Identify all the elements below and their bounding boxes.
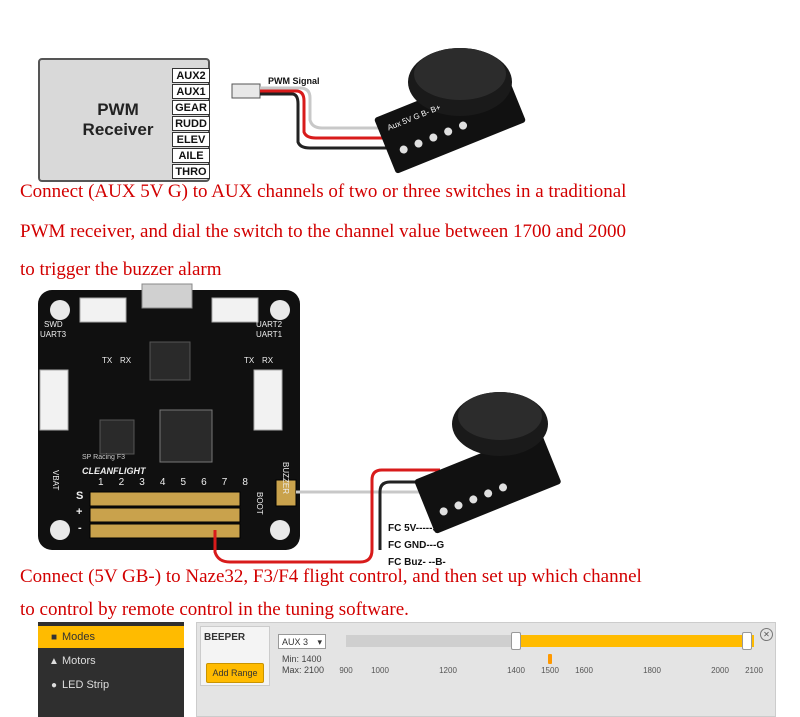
label-uart3: UART3	[40, 330, 67, 339]
fc-ground-wire	[378, 480, 448, 550]
sidebar-item-label: Modes	[62, 631, 96, 643]
label-rx-2: RX	[262, 356, 274, 365]
receiver-title: PWM Receiver	[78, 100, 158, 140]
signal-wire	[260, 86, 400, 130]
channel-position-marker	[548, 654, 552, 664]
label-boot: BOOT	[255, 492, 264, 515]
scale-tick-label: 1600	[575, 666, 593, 675]
pwm-connector	[231, 83, 261, 99]
range-min-max: Min: 1400 Max: 2100	[282, 654, 324, 676]
aux-channel-select[interactable]: AUX 3 ▾	[278, 634, 326, 649]
caption-bottom-line2: to control by remote control in the tuni…	[20, 599, 409, 620]
scale-tick-label: 2100	[745, 666, 763, 675]
range-max-handle[interactable]	[742, 632, 752, 650]
fc-note-gnd: FC GND---G	[388, 540, 445, 551]
label-vbat: VBAT	[51, 470, 60, 491]
pin-number: 6	[201, 477, 207, 488]
scale-tick-label: 1400	[507, 666, 525, 675]
mode-name: BEEPER	[204, 632, 246, 643]
sidebar-item-label: LED Strip	[62, 679, 110, 691]
label-s: S	[76, 490, 84, 502]
label-rx: RX	[120, 356, 132, 365]
scale-tick-label: 1500	[541, 666, 559, 675]
label-swd: SWD	[44, 320, 63, 329]
aux-select-value: AUX 3	[282, 637, 309, 647]
label-tx-2: TX	[244, 356, 255, 365]
board-model: SP Racing F3	[82, 454, 126, 461]
fc-power-wire	[213, 468, 440, 564]
label-plus: +	[76, 506, 83, 518]
led-strip-icon: ●	[50, 680, 58, 691]
top-wiring-diagram	[231, 48, 526, 174]
usb-port	[141, 283, 193, 309]
receiver-title-line1: PWM	[97, 100, 139, 119]
caption-top-line3: to trigger the buzzer alarm	[20, 259, 222, 280]
pin-number: 7	[221, 477, 228, 488]
pin-number: 1	[98, 477, 104, 488]
scale-tick-label: 2000	[711, 666, 729, 675]
label-uart1: UART1	[256, 330, 283, 339]
close-icon[interactable]: ✕	[760, 628, 773, 641]
range-min-handle[interactable]	[511, 632, 521, 650]
fc-note-5v: FC 5V-----5V	[388, 523, 445, 534]
sidebar-item-modes[interactable]: ■ Modes	[38, 626, 184, 648]
label-buzzer: BUZZER	[281, 462, 290, 494]
sidebar-item-led-strip[interactable]: ● LED Strip	[38, 674, 184, 696]
channel-label: AUX1	[172, 84, 210, 99]
pwm-signal-label: PWM Signal	[268, 76, 320, 86]
pin-number: 3	[139, 477, 145, 488]
caption-bottom-line1: Connect (5V GB-) to Naze32, F3/F4 flight…	[20, 566, 642, 587]
channel-label: AILE	[172, 148, 210, 163]
channel-label: THRO	[172, 164, 210, 179]
modes-icon: ■	[50, 632, 58, 643]
range-slider-fill	[516, 635, 754, 647]
label-uart2: UART2	[256, 320, 283, 329]
chevron-down-icon: ▾	[317, 637, 322, 647]
fc-wiring-diagram	[38, 283, 561, 564]
range-min-label: Min: 1400	[282, 654, 322, 664]
channel-label: ELEV	[172, 132, 210, 147]
fc-note-buz: FC Buz- --B-	[388, 557, 446, 568]
label-tx: TX	[102, 356, 113, 365]
ground-wire	[260, 92, 418, 150]
sidebar-item-motors[interactable]: ▲Motors	[38, 650, 184, 672]
channel-label: AUX2	[172, 68, 210, 83]
scale-tick-label: 1200	[439, 666, 457, 675]
scale-tick-label: 900	[339, 666, 353, 675]
buzzer-module-fc	[414, 430, 561, 534]
pin-number: 2	[118, 477, 125, 488]
caption-top-line2: PWM receiver, and dial the switch to the…	[20, 221, 626, 242]
scale-tick-label: 1800	[643, 666, 661, 675]
configurator-sidebar: ■ Modes ▲Motors ● LED Strip	[38, 622, 184, 717]
range-max-label: Max: 2100	[282, 665, 325, 675]
receiver-title-line2: Receiver	[82, 120, 154, 139]
pin-number: 5	[180, 477, 187, 488]
channel-label: RUDD	[172, 116, 210, 131]
power-wire	[260, 89, 410, 140]
brand-logo: CLEANFLIGHT	[82, 466, 146, 476]
mcu-chip	[159, 409, 213, 463]
pin-number: 8	[242, 477, 248, 488]
scale-tick-label: 1000	[371, 666, 389, 675]
pin-number: 4	[159, 477, 166, 488]
caption-top-line1: Connect (AUX 5V G) to AUX channels of tw…	[20, 181, 627, 202]
motors-icon: ▲	[49, 656, 59, 667]
channel-label: GEAR	[172, 100, 210, 115]
sidebar-item-label: Motors	[62, 655, 96, 667]
add-range-button[interactable]: Add Range	[206, 663, 264, 683]
pin-number-row: 1 2 3 4 5 6 7 8	[98, 477, 248, 488]
label-minus: -	[78, 522, 82, 534]
